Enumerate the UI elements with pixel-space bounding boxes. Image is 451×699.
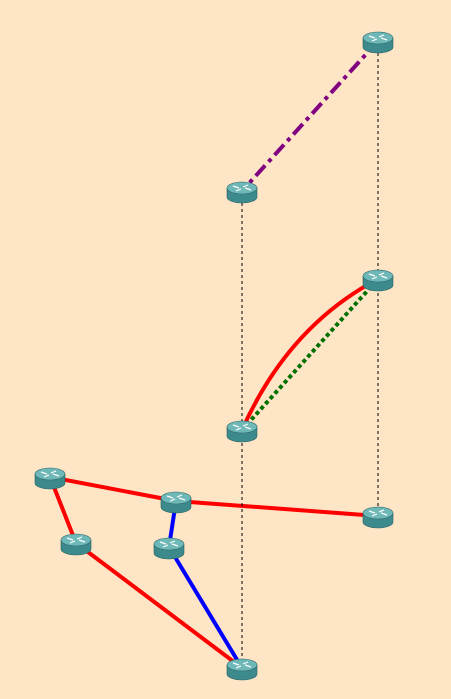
router-icon-r10[interactable]	[226, 658, 258, 681]
link-r3-r4-secondary	[240, 277, 380, 432]
router-icon-r8[interactable]	[60, 533, 92, 556]
link-r5-r6	[49, 475, 177, 503]
router-icon-r5[interactable]	[34, 467, 66, 490]
router-icon-r4[interactable]	[362, 269, 394, 292]
router-icon-r7[interactable]	[362, 506, 394, 529]
router-icon-r2[interactable]	[226, 181, 258, 204]
link-r8-r10	[74, 541, 244, 670]
link-r1-r2	[240, 39, 380, 193]
router-icon-r1[interactable]	[362, 31, 394, 54]
router-icon-r3[interactable]	[226, 420, 258, 443]
links-layer	[48, 39, 380, 670]
router-icon-r9[interactable]	[153, 537, 185, 560]
link-r9-r10	[167, 545, 244, 670]
link-r3-r4	[240, 277, 379, 431]
router-icon-r6[interactable]	[160, 491, 192, 514]
link-r6-r7	[175, 499, 379, 518]
routers-layer	[34, 31, 394, 681]
